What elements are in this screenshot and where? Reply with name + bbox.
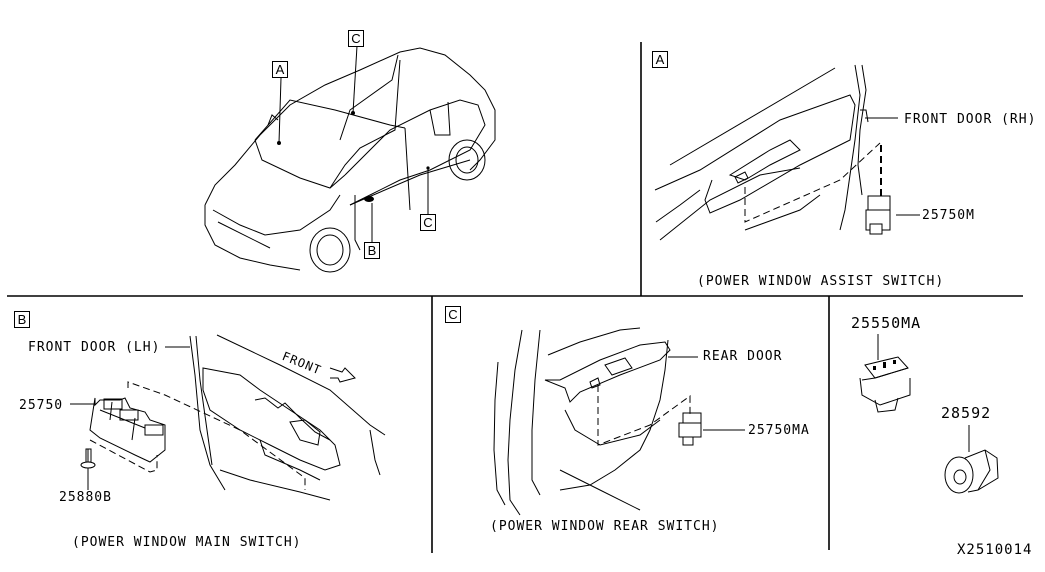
switch-marker-b bbox=[364, 196, 374, 202]
part-number-25880b: 25880B bbox=[59, 490, 112, 505]
front-direction-arrow-icon bbox=[329, 367, 356, 383]
panel-c-door-illustration bbox=[493, 327, 745, 516]
part-number-28592: 28592 bbox=[941, 404, 992, 422]
front-door-lh-label: FRONT DOOR (LH) bbox=[28, 340, 161, 355]
panel-b-letter: B bbox=[14, 311, 30, 328]
panel-c-caption: (POWER WINDOW REAR SWITCH) bbox=[490, 519, 720, 534]
front-door-rh-label: FRONT DOOR (RH) bbox=[904, 112, 1037, 127]
panel-a-caption: (POWER WINDOW ASSIST SWITCH) bbox=[697, 274, 945, 289]
part-number-25550ma: 25550MA bbox=[851, 314, 922, 332]
diagram-id: X2510014 bbox=[957, 542, 1033, 558]
panel-a-letter: A bbox=[652, 51, 668, 68]
part-number-25750ma: 25750MA bbox=[748, 423, 810, 438]
panel-a-door-illustration bbox=[654, 64, 920, 241]
panel-d-parts-illustration bbox=[859, 334, 999, 494]
panel-dividers bbox=[7, 42, 1023, 553]
rear-door-label: REAR DOOR bbox=[703, 349, 783, 364]
part-number-25750: 25750 bbox=[19, 398, 64, 413]
panel-c-letter: C bbox=[445, 306, 461, 323]
panel-b-caption: (POWER WINDOW MAIN SWITCH) bbox=[72, 535, 302, 550]
callout-a: A bbox=[272, 61, 288, 78]
callout-b: B bbox=[364, 242, 380, 259]
callout-c-side: C bbox=[420, 214, 436, 231]
panel-b-door-illustration bbox=[70, 334, 386, 501]
callout-c-top: C bbox=[348, 30, 364, 47]
vehicle-illustration bbox=[204, 45, 496, 273]
part-number-25750m: 25750M bbox=[922, 208, 975, 223]
